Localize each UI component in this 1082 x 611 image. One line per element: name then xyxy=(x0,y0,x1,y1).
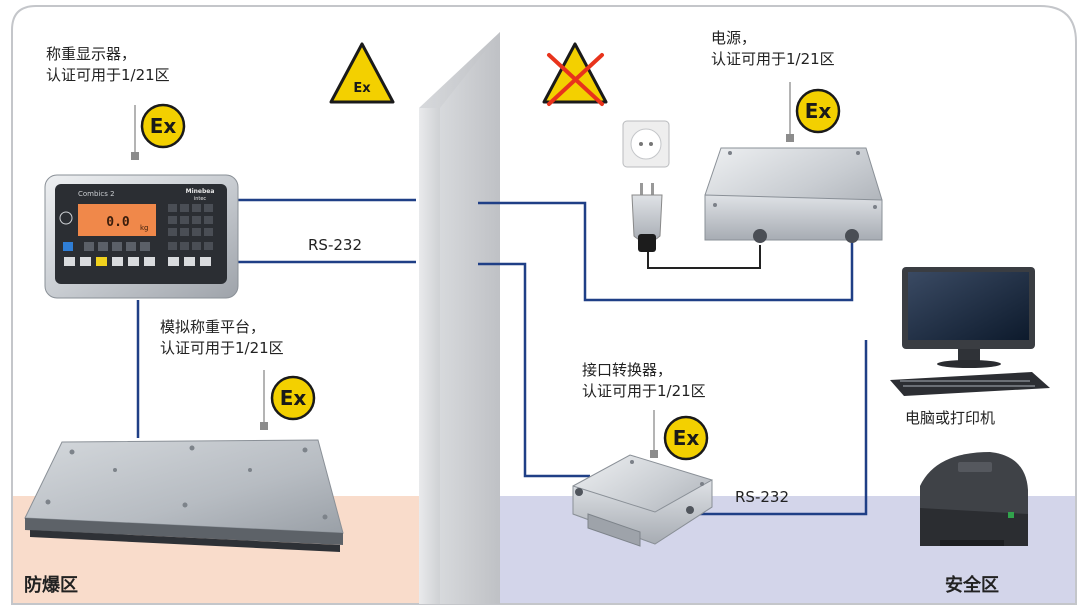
label-weighing-indicator-line2: 认证可用于1/21区 xyxy=(46,66,170,84)
cable-converter-to-pc xyxy=(692,340,868,516)
leader-lines xyxy=(134,82,791,450)
zone-label-safe: 安全区 xyxy=(945,575,999,596)
wall-depth xyxy=(440,32,500,604)
indicator-ex-mark xyxy=(59,211,73,225)
cables xyxy=(136,198,868,516)
computer xyxy=(890,267,1050,396)
svg-text:Ex: Ex xyxy=(150,114,177,138)
weighing-indicator: 0.0 kg Combics 2 Minebea intec xyxy=(44,174,239,299)
wall-socket xyxy=(622,120,670,168)
label-weighing-indicator: 称重显示器， 认证可用于1/21区 xyxy=(46,44,170,86)
label-power-supply-line2: 认证可用于1/21区 xyxy=(711,50,835,68)
ex-circle-icon-converter: Ex xyxy=(663,415,709,461)
ex-circle-icon-indicator: Ex xyxy=(140,103,186,149)
power-cord xyxy=(647,245,761,269)
label-weighing-platform: 模拟称重平台， 认证可用于1/21区 xyxy=(160,317,284,359)
svg-text:Ex: Ex xyxy=(280,386,307,410)
cable-to-converter xyxy=(478,262,590,478)
power-plug xyxy=(631,183,663,252)
label-rs232-right: RS-232 xyxy=(735,488,789,506)
ex-triangle-text: Ex xyxy=(353,81,371,96)
interface-converter-box xyxy=(572,454,713,547)
label-interface-converter-line1: 接口转换器， xyxy=(582,361,673,379)
svg-text:Ex: Ex xyxy=(673,426,700,450)
power-supply-box xyxy=(704,147,883,243)
cable-to-power-supply xyxy=(478,201,854,302)
indicator-display: 0.0 xyxy=(106,215,130,230)
label-interface-converter-line2: 认证可用于1/21区 xyxy=(582,382,706,400)
label-pc-printer: 电脑或打印机 xyxy=(905,409,996,427)
leader-markers xyxy=(131,134,794,458)
svg-text:Ex: Ex xyxy=(805,99,832,123)
indicator-unit: kg xyxy=(140,224,149,232)
zone-label-hazardous: 防爆区 xyxy=(24,575,78,596)
label-weighing-indicator-line1: 称重显示器， xyxy=(46,45,137,63)
label-weighing-platform-line2: 认证可用于1/21区 xyxy=(160,339,284,357)
label-rs232-left: RS-232 xyxy=(308,236,362,254)
indicator-model: Combics 2 xyxy=(78,190,115,198)
wall-face xyxy=(419,108,440,604)
label-weighing-platform-line1: 模拟称重平台， xyxy=(160,318,266,336)
ex-not-allowed-icon xyxy=(542,42,608,106)
label-power-supply-line1: 电源， xyxy=(711,29,757,47)
indicator-brand: Minebea xyxy=(186,188,215,195)
indicator-keypad xyxy=(168,204,213,250)
ex-circle-icon-power-supply: Ex xyxy=(795,88,841,134)
ex-triangle-icon: Ex xyxy=(329,42,395,104)
ex-circle-icon-platform: Ex xyxy=(270,375,316,421)
label-power-supply: 电源， 认证可用于1/21区 xyxy=(711,28,835,70)
weighing-platform xyxy=(24,439,344,552)
label-interface-converter: 接口转换器， 认证可用于1/21区 xyxy=(582,360,706,402)
printer xyxy=(920,452,1028,546)
indicator-function-keys xyxy=(64,257,211,266)
indicator-brand-sub: intec xyxy=(194,196,207,202)
